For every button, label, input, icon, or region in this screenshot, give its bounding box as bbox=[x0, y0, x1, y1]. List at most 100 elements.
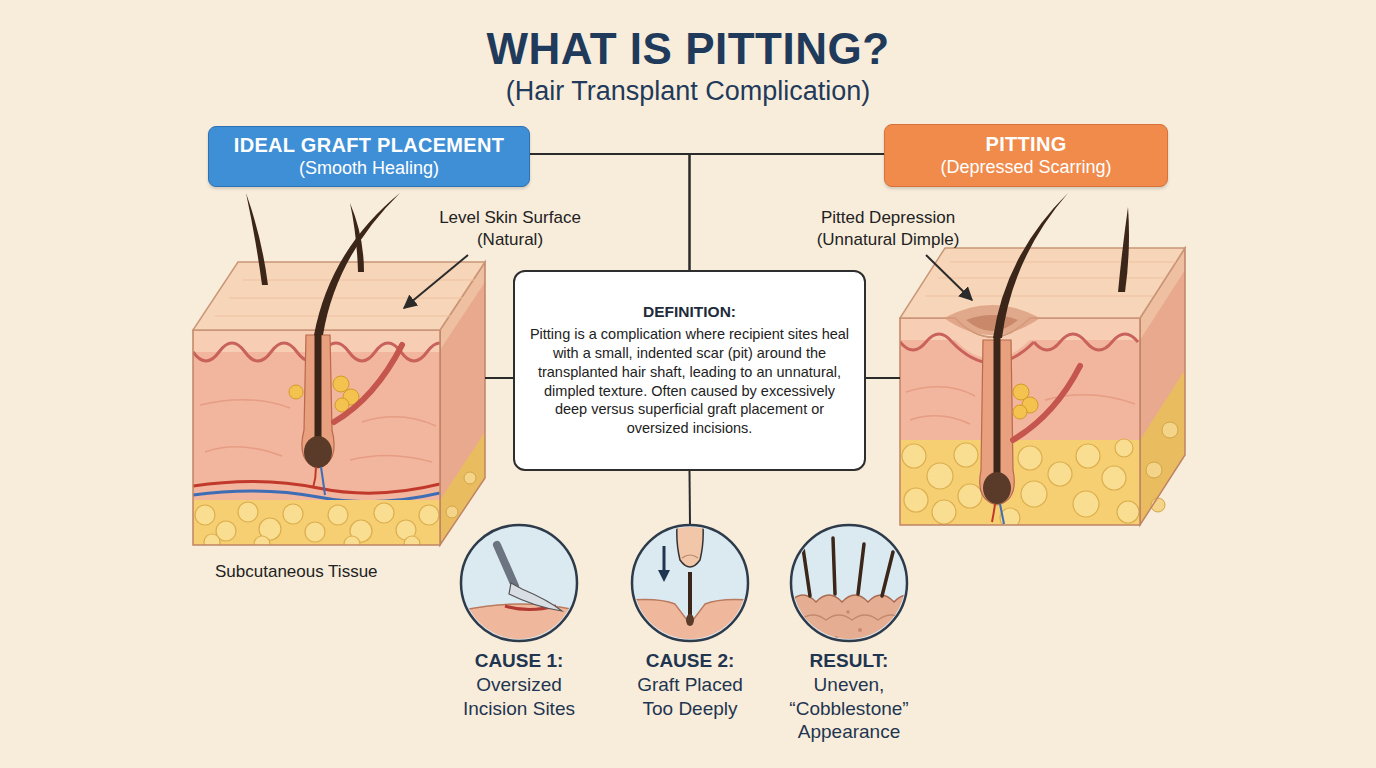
arrector-muscle bbox=[334, 345, 402, 422]
sebaceous-gland bbox=[333, 376, 349, 392]
circle-outline bbox=[461, 525, 577, 641]
box-body: Uneven, “Cobblestone” Appearance bbox=[781, 673, 917, 744]
callout-label: Pitted Depression (Unnatural Dimple) bbox=[798, 207, 978, 251]
fat-cells bbox=[195, 505, 215, 525]
deep-graft-icon bbox=[632, 526, 748, 650]
skin-side-face bbox=[446, 506, 458, 518]
hair-follicle bbox=[1000, 504, 1004, 524]
skin-side-face bbox=[1162, 422, 1178, 438]
callout-label: Level Skin Surface (Natural) bbox=[420, 207, 600, 251]
scalpel-icon bbox=[455, 604, 585, 650]
definition-box: DEFINITION: Pitting is a complication whe… bbox=[513, 270, 866, 471]
category-box: IDEAL GRAFT PLACEMENT(Smooth Healing) bbox=[208, 126, 530, 187]
deep-graft-icon bbox=[688, 572, 692, 616]
fat-cells bbox=[902, 444, 926, 468]
fat-cells bbox=[419, 505, 439, 525]
skin-pore bbox=[810, 610, 886, 640]
fat-cells bbox=[374, 503, 394, 523]
skin-side-face bbox=[1140, 370, 1185, 525]
skin-cross-section bbox=[900, 318, 1140, 525]
hair-shaft bbox=[246, 193, 268, 285]
box-body: (Smooth Healing) bbox=[299, 157, 439, 180]
skin-surface bbox=[900, 248, 1185, 337]
hair-follicle bbox=[313, 467, 316, 488]
healthy-skin-block bbox=[193, 193, 485, 552]
fat-cells bbox=[1021, 481, 1047, 507]
circle-outline bbox=[632, 525, 748, 641]
fat-cells bbox=[1018, 446, 1042, 470]
fat-cells bbox=[1102, 466, 1126, 490]
text-holder: RESULT:Uneven, “Cobblestone” Appearance bbox=[781, 649, 917, 744]
scalpel-icon bbox=[497, 545, 515, 586]
scalpel-icon bbox=[455, 545, 585, 650]
cause-circle: CAUSE 2:Graft Placed Too Deeply bbox=[620, 523, 760, 723]
text-holder: CAUSE 1:Oversized Incision Sites bbox=[451, 649, 587, 720]
scalpel-icon bbox=[505, 606, 556, 610]
scalpel-icon bbox=[509, 583, 562, 611]
skin-cross-section bbox=[900, 334, 1138, 350]
page-title: WHAT IS PITTING? bbox=[0, 27, 1376, 71]
cobblestone-icon bbox=[790, 538, 920, 650]
connector-line bbox=[530, 154, 690, 270]
fat-cells bbox=[254, 536, 270, 545]
skin-pore bbox=[858, 628, 862, 632]
box-heading: RESULT: bbox=[781, 649, 917, 673]
fat-cells bbox=[328, 505, 348, 525]
pitted-skin-block bbox=[900, 193, 1185, 528]
fat-cells bbox=[904, 488, 928, 512]
skin-pore bbox=[882, 634, 886, 638]
hair-follicle bbox=[315, 335, 322, 445]
box-heading: PITTING bbox=[986, 133, 1067, 156]
box-heading: DEFINITION: bbox=[529, 303, 850, 321]
text-holder: CAUSE 2:Graft Placed Too Deeply bbox=[622, 649, 758, 720]
subtitle: (Hair Transplant Complication) bbox=[0, 74, 1376, 109]
result-circle: RESULT:Uneven, “Cobblestone” Appearance bbox=[779, 523, 919, 723]
skin-cross-section bbox=[900, 318, 1140, 528]
cobblestone-icon bbox=[800, 615, 904, 620]
callout-arrow bbox=[404, 255, 468, 308]
hair-shaft bbox=[1118, 207, 1129, 292]
skin-side-face bbox=[1146, 462, 1162, 478]
box-body: Pitting is a complication where recipien… bbox=[529, 325, 850, 438]
box-heading: CAUSE 2: bbox=[622, 649, 758, 673]
skin-pore bbox=[834, 636, 838, 640]
fat-cells bbox=[404, 536, 420, 545]
block-outline bbox=[193, 330, 440, 545]
box-heading: CAUSE 1: bbox=[451, 649, 587, 673]
skin-texture bbox=[215, 280, 476, 316]
fat-cells bbox=[1115, 439, 1133, 457]
sebaceous-gland bbox=[289, 376, 359, 412]
hair-shaft bbox=[350, 203, 364, 272]
fat-cells bbox=[958, 484, 982, 508]
skin-side-face bbox=[464, 472, 476, 484]
fat-cells bbox=[305, 522, 325, 542]
hair-shaft bbox=[882, 552, 893, 596]
fat-cells bbox=[1076, 444, 1100, 468]
sebaceous-gland bbox=[1013, 405, 1027, 419]
sebaceous-gland bbox=[289, 385, 303, 399]
circle-outline bbox=[791, 525, 907, 641]
skin-pore bbox=[810, 628, 814, 632]
deep-graft-icon bbox=[658, 570, 670, 582]
skin-cross-section bbox=[900, 440, 1140, 525]
skin-pore bbox=[846, 610, 850, 614]
hair-shaft bbox=[314, 193, 400, 335]
pit-shading bbox=[944, 305, 1040, 335]
cobblestone-icon bbox=[790, 595, 920, 650]
fat-cells bbox=[1117, 501, 1139, 523]
fat-cells bbox=[1073, 491, 1099, 517]
connector-line bbox=[690, 154, 885, 270]
pit-shading bbox=[966, 315, 1018, 331]
hair-follicle bbox=[304, 436, 332, 468]
deep-graft-icon bbox=[663, 546, 666, 574]
fat-cells bbox=[1048, 462, 1072, 486]
hair-shaft bbox=[803, 548, 810, 596]
cause-circle: CAUSE 1:Oversized Incision Sites bbox=[449, 523, 589, 723]
fat-cells bbox=[204, 534, 220, 545]
hair-follicle bbox=[980, 338, 1080, 524]
deep-graft-icon bbox=[632, 600, 748, 651]
hair-follicle bbox=[321, 467, 325, 495]
skin-cross-section bbox=[193, 330, 440, 545]
